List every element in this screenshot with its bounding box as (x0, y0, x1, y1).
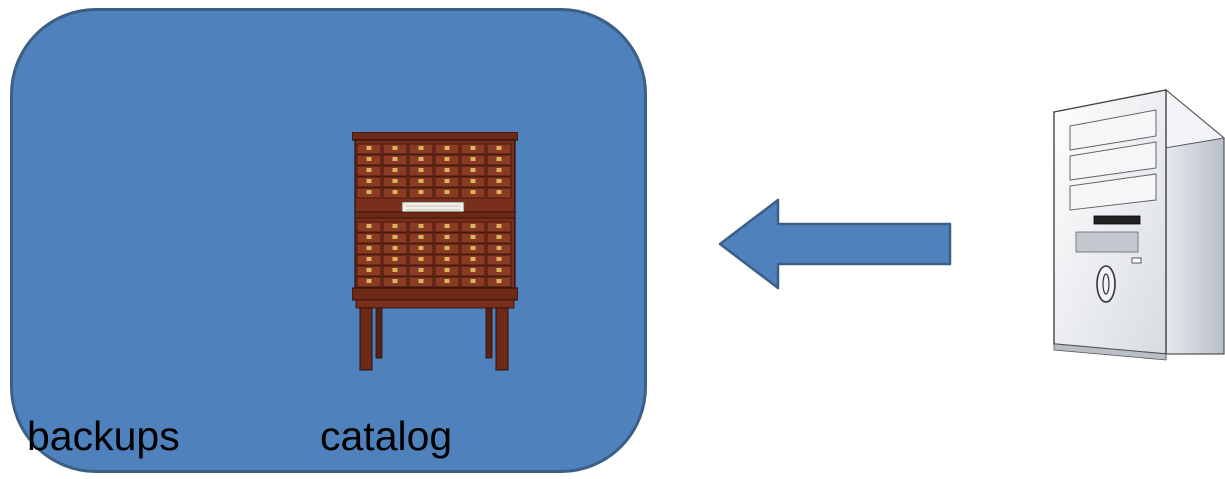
card-catalog-icon (352, 132, 518, 371)
left-arrow-icon (718, 198, 952, 290)
desktop-tower-computer-icon (1052, 88, 1225, 361)
backups-label: backups (27, 413, 180, 459)
backup-repository-box (10, 8, 647, 473)
catalog-label: catalog (320, 413, 453, 459)
